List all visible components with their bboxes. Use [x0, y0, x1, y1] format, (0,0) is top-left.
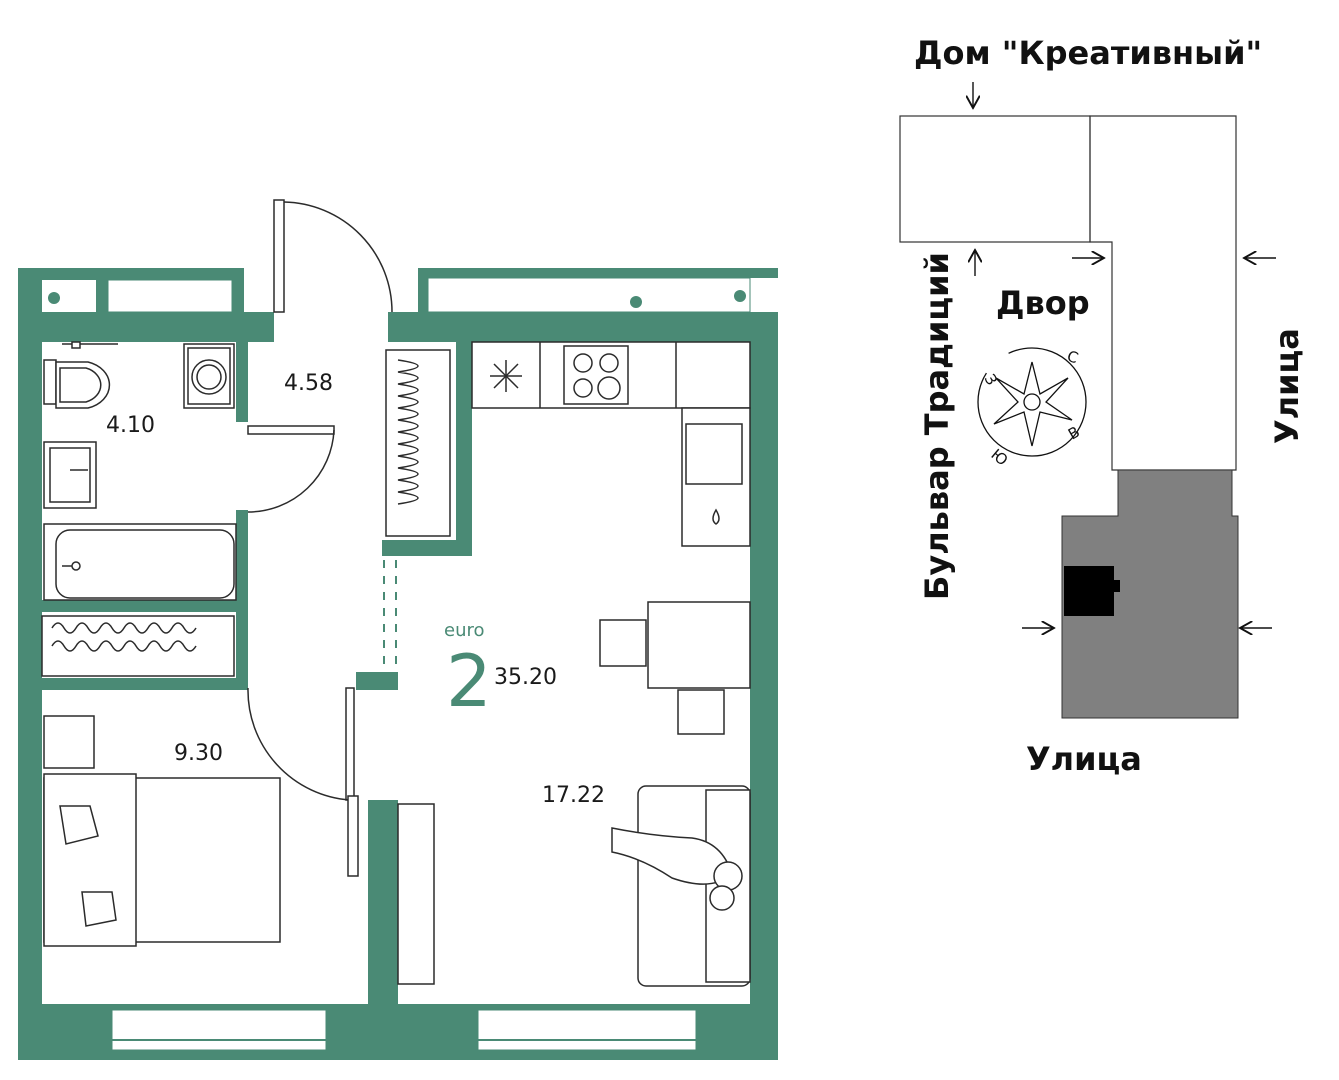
sofa — [611, 785, 751, 987]
unit-location-marker — [1064, 566, 1114, 616]
map-label-bottom-street: Улица — [1026, 740, 1142, 778]
map-label-right-street: Улица — [1268, 328, 1306, 444]
map-label-courtyard: Двор — [996, 284, 1090, 322]
bedroom-furniture — [43, 715, 435, 985]
hallway-area: 4.58 — [284, 371, 333, 396]
kitchen-fixtures — [471, 341, 751, 735]
apartment-rooms-count: 2 — [446, 639, 492, 723]
bedroom-area: 9.30 — [174, 741, 223, 766]
bathroom-area: 4.10 — [106, 413, 155, 438]
compass-south: Ю — [987, 445, 1011, 469]
doors — [247, 199, 393, 801]
apartment-type-prefix: euro — [444, 620, 485, 641]
map-label-top-building: Дом "Креативный" — [914, 34, 1262, 72]
windows — [107, 277, 751, 1051]
apartment-total-area: 35.20 — [494, 665, 557, 690]
site-map — [899, 82, 1276, 719]
bathroom-fixtures — [43, 341, 237, 601]
compass-north: С — [1065, 347, 1081, 368]
compass-icon — [977, 347, 1087, 457]
map-label-left-street: Бульвар Традиций — [918, 252, 956, 600]
living-area: 17.22 — [542, 783, 605, 808]
apartment-walls — [18, 268, 778, 1060]
radiators — [41, 349, 451, 677]
compass-west: З — [981, 371, 1001, 388]
snowflake-icon — [490, 360, 522, 392]
